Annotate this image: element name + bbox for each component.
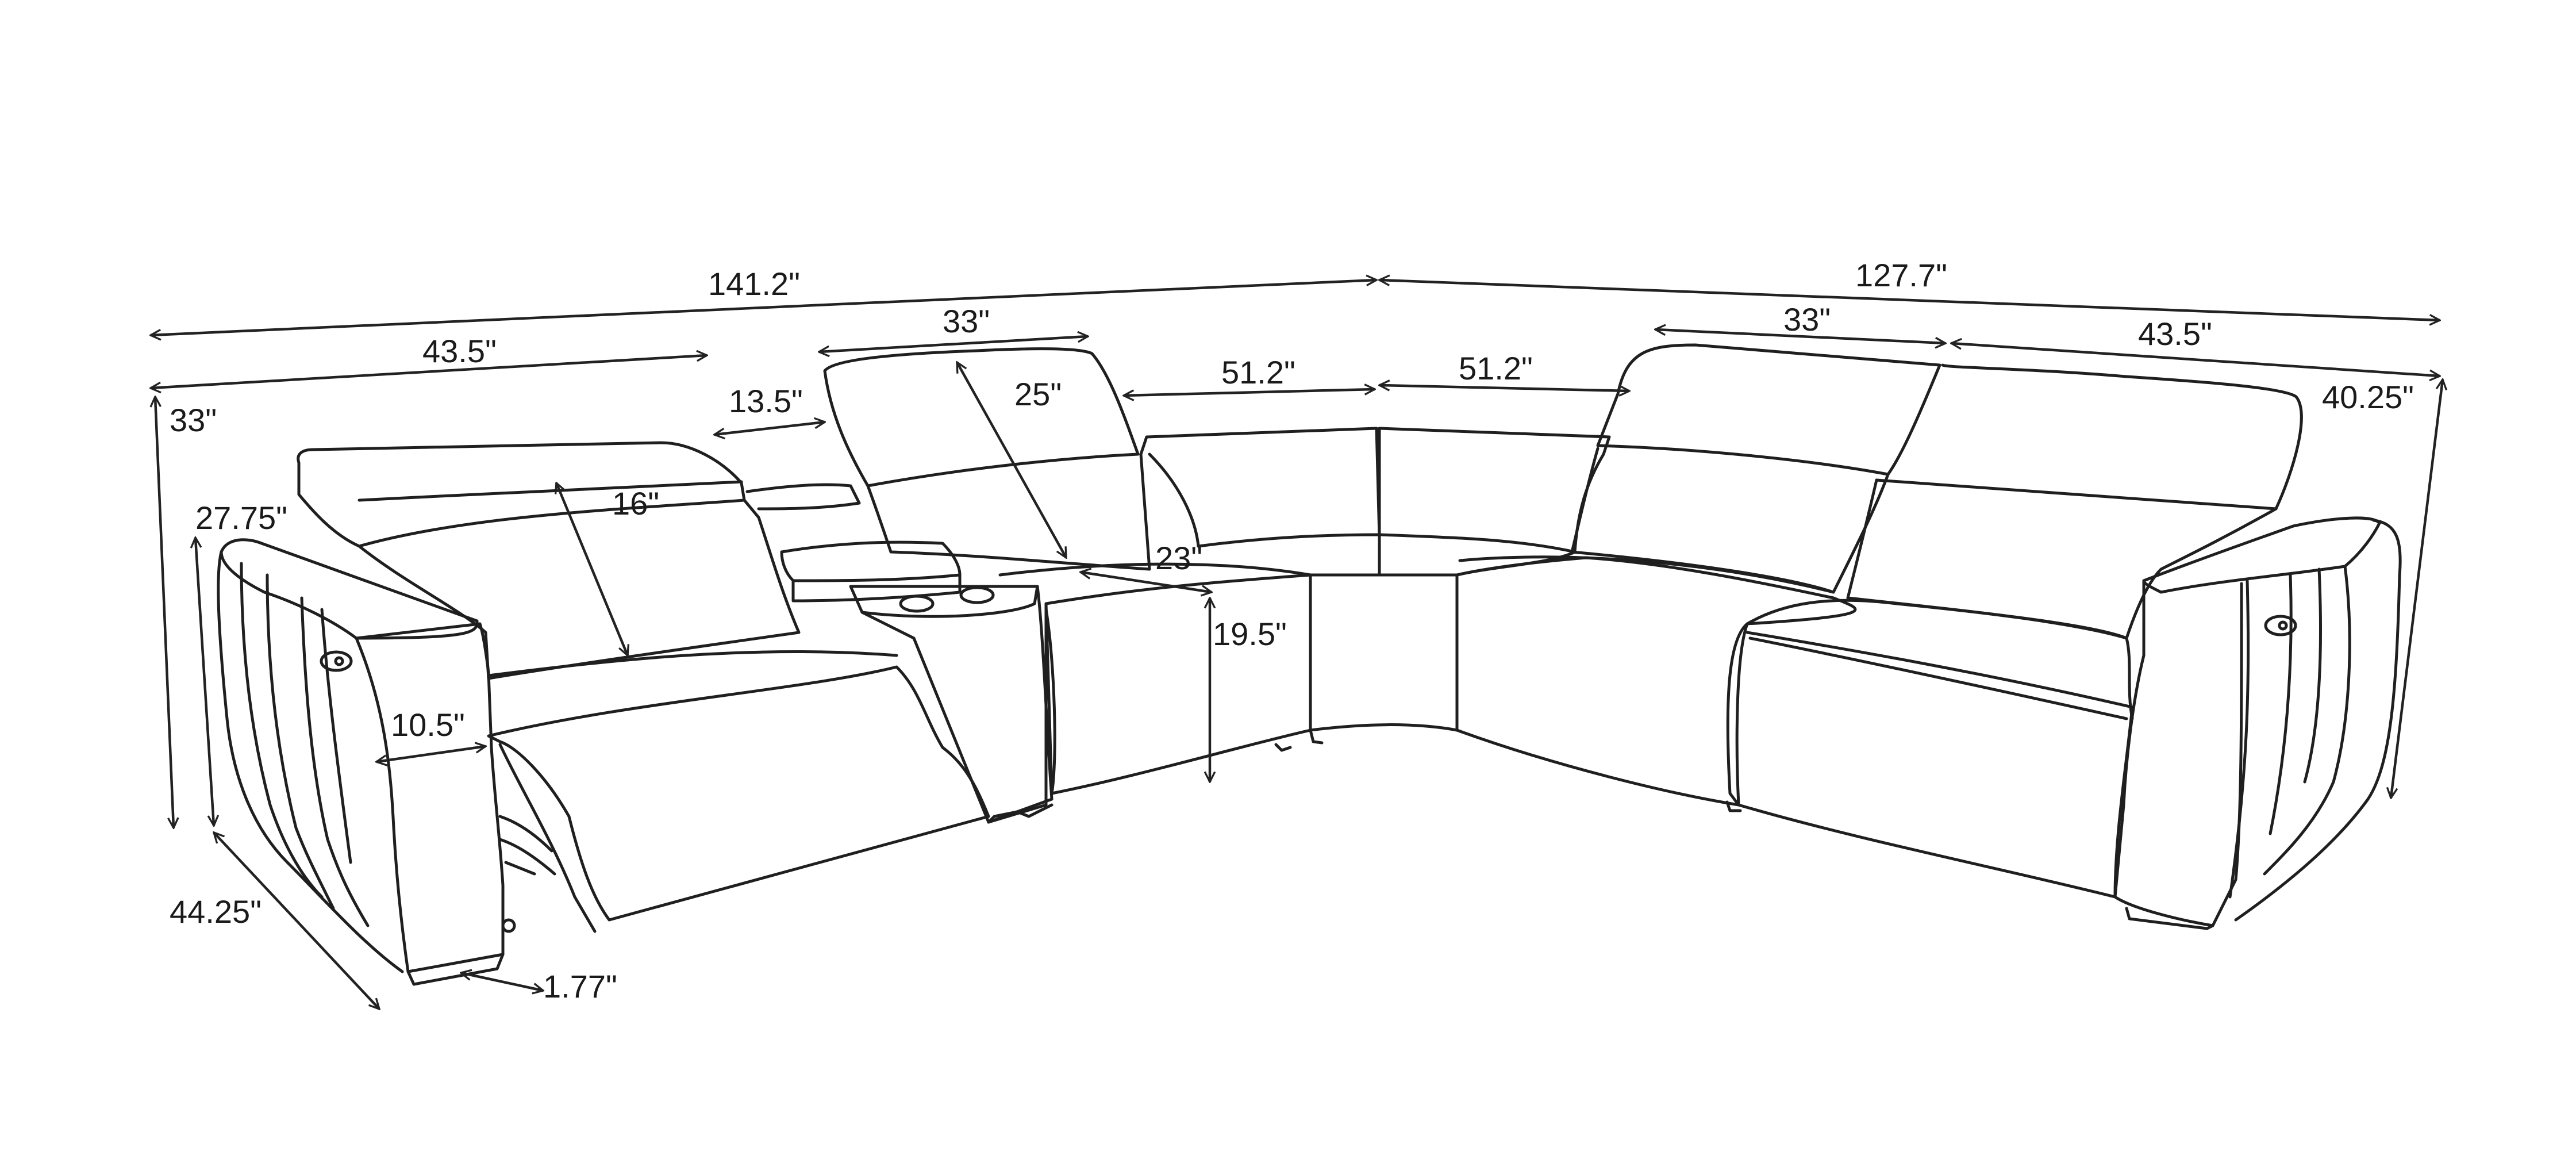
- right-end-seat-seam: [1748, 636, 2128, 720]
- label-right-height: 40.25": [2322, 379, 2414, 415]
- center-recliner-front-curve: [1044, 608, 1056, 795]
- dim-line-arm-width: [376, 746, 486, 762]
- dim-line-seat-depth: [1081, 572, 1212, 592]
- label-wedge-left: 51.2": [1221, 354, 1295, 390]
- left-headrest-seam: [357, 480, 743, 502]
- center-recliner-seat: [1044, 573, 1312, 795]
- corner-wedge-back-bottom-right: [1573, 452, 1605, 554]
- dim-line-overall-right: [1379, 280, 2440, 320]
- label-left-recliner: 43.5": [422, 333, 497, 369]
- right-arm-front: [2113, 579, 2243, 927]
- left-recliner-seat: [487, 665, 990, 922]
- right-end-seat: [1737, 631, 2134, 899]
- label-seat-height: 19.5": [1213, 616, 1287, 652]
- corner-wedge-front: [1309, 573, 1459, 732]
- left-arm-usb-port: [320, 650, 353, 672]
- left-arm-side-rib-3: [300, 596, 370, 927]
- console-body: [860, 602, 1048, 824]
- dim-line-right-recliner: [1655, 329, 1946, 343]
- dim-line-overall-left: [151, 280, 1377, 335]
- console-back-top: [745, 483, 861, 511]
- dim-line-wedge-right: [1379, 385, 1629, 391]
- right-leg-center: [1725, 800, 1742, 812]
- right-arm-side: [2234, 519, 2402, 922]
- right-arm-side-rib-2: [2303, 567, 2322, 784]
- label-right-recliner: 33": [1783, 301, 1831, 337]
- dim-line-center-back: [956, 362, 1067, 558]
- label-wedge-right: 51.2": [1459, 350, 1533, 386]
- left-recliner-back-seam: [487, 650, 898, 677]
- left-footrest-mech: [498, 815, 556, 876]
- dim-line-console: [714, 422, 825, 435]
- left-headrest: [297, 441, 746, 548]
- label-overall-right: 127.7": [1855, 257, 1947, 293]
- label-depth: 44.25": [170, 893, 262, 930]
- console-legs: [987, 803, 1054, 824]
- dim-line-depth: [214, 833, 379, 1009]
- right-end-seat-top: [1745, 599, 2134, 720]
- dim-line-center-recliner: [819, 336, 1088, 352]
- right-recliner-front-seam: [1726, 622, 1749, 807]
- label-arm-height: 27.75": [195, 500, 287, 536]
- dim-line-right-end: [1951, 343, 2440, 376]
- left-arm-usb-dot: [334, 656, 344, 666]
- left-arm-front: [355, 622, 505, 973]
- label-arm-width: 10.5": [391, 707, 465, 743]
- left-footrest: [498, 743, 597, 933]
- dim-line-arm-height: [195, 538, 214, 826]
- dim-line-leg-height: [461, 973, 543, 991]
- center-recliner-back: [866, 452, 1151, 571]
- left-arm-side-rib-4: [320, 608, 352, 864]
- left-arm-button: [501, 918, 516, 933]
- console-lid: [780, 540, 962, 582]
- label-left-height: 33": [170, 402, 217, 438]
- right-end-headrest: [1875, 363, 2303, 511]
- corner-wedge-back-left: [1139, 427, 1381, 539]
- label-backrest: 16": [612, 485, 659, 521]
- center-recliner-seat-top: [998, 562, 1312, 577]
- right-arm-side-rib-3: [2269, 573, 2293, 835]
- console-lid-front: [791, 573, 962, 603]
- label-console: 13.5": [729, 383, 803, 419]
- dim-line-left-height: [155, 397, 174, 828]
- dim-line-left-recliner: [151, 355, 707, 388]
- right-arm-top: [2142, 516, 2381, 594]
- corner-wedge-back-right: [1378, 427, 1611, 456]
- sectional-sofa-drawing: [217, 343, 2402, 986]
- right-recliner-seat-top: [1458, 555, 1835, 594]
- label-center-recliner: 33": [943, 303, 990, 339]
- corner-wedge-back-bottom-left: [1148, 452, 1200, 548]
- label-seat-depth: 23": [1155, 540, 1202, 576]
- dimension-labels: 141.2" 127.7" 43.5" 13.5" 33" 33" 27.75"…: [170, 257, 2414, 1004]
- left-recliner-back: [357, 498, 801, 680]
- dim-line-backrest: [556, 483, 628, 655]
- left-arm-top: [220, 538, 479, 640]
- dimension-lines: [151, 280, 2443, 1009]
- label-overall-left: 141.2": [708, 266, 800, 302]
- center-recliner-headrest: [823, 347, 1140, 488]
- label-right-end: 43.5": [2138, 316, 2212, 352]
- dim-line-right-height: [2391, 379, 2443, 798]
- label-leg-height: 1.77": [543, 968, 617, 1004]
- right-arm-usb-dot: [2278, 620, 2288, 631]
- right-arm-usb-port: [2264, 615, 2297, 636]
- center-legs: [1274, 728, 1324, 752]
- console-cupholder-tray: [849, 585, 1039, 618]
- dim-line-wedge-left: [1124, 389, 1375, 396]
- label-center-back: 25": [1014, 376, 1062, 412]
- corner-wedge-front-curve: [1309, 723, 1459, 732]
- right-recliner-headrest: [1596, 343, 1941, 476]
- right-arm-side-rib-1: [2263, 565, 2351, 876]
- left-arm-leg: [406, 953, 505, 986]
- right-recliner-seat: [1455, 556, 1857, 807]
- cupholder-2: [959, 586, 995, 604]
- cupholder-1: [899, 594, 935, 613]
- right-arm-side-rib-4: [2228, 579, 2250, 899]
- right-arm-leg: [2125, 907, 2214, 930]
- console-body-right: [987, 585, 1054, 824]
